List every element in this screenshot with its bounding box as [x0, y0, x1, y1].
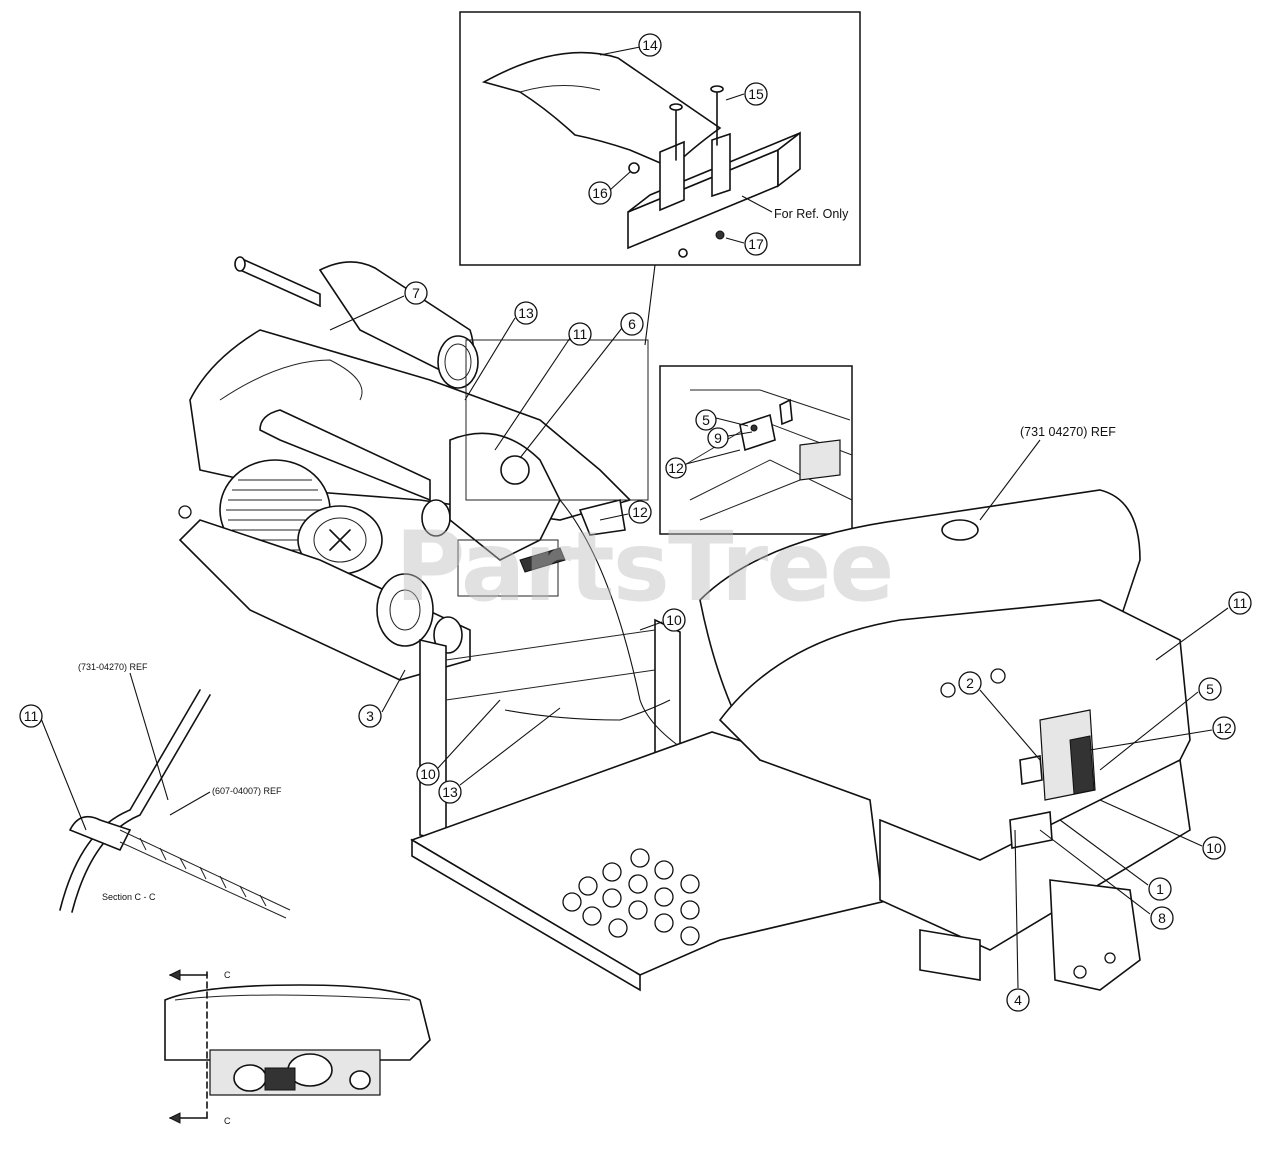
callout-10-lower-label: 10: [420, 766, 436, 782]
callout-10-engine-label: 10: [666, 612, 682, 628]
callout-8-label: 8: [1158, 910, 1166, 926]
callout-10-lower[interactable]: [416, 762, 440, 786]
footrest-plate: [410, 731, 901, 992]
callout-13-top[interactable]: [514, 301, 538, 325]
callout-16[interactable]: [588, 181, 612, 205]
engine-assembly: [178, 256, 1121, 841]
callout-11-section-label: 11: [24, 708, 39, 724]
callout-3[interactable]: [358, 704, 382, 728]
callout-11-dash[interactable]: [1228, 591, 1252, 615]
callout-3-label: 3: [366, 708, 374, 724]
callout-15[interactable]: [744, 82, 768, 106]
callout-14-label: 14: [642, 37, 658, 53]
inset-bracket-detail: 14 15 16 17 For Ref. Only: [459, 11, 861, 266]
callout-4-label: 4: [1014, 992, 1022, 1008]
ref-607-label: (607-04007) REF: [212, 786, 282, 796]
callout-5-dash[interactable]: [1198, 677, 1222, 701]
callout-4[interactable]: [1006, 988, 1030, 1012]
section-view-thumbnail: C C: [164, 969, 431, 1126]
callout-12-inset[interactable]: [665, 457, 687, 479]
callout-2[interactable]: [958, 671, 982, 695]
callout-17-label: 17: [748, 236, 764, 252]
section-mark-bottom: C: [224, 1116, 231, 1126]
callout-1-label: 1: [1156, 881, 1164, 897]
callout-14[interactable]: [638, 33, 662, 57]
ref-731-side-label: (731-04270) REF: [78, 662, 148, 672]
callout-2-label: 2: [966, 675, 974, 691]
callout-10-dash-label: 10: [1206, 840, 1222, 856]
engine-callouts: 7 13 11 6 12 10 3 10 13: [329, 281, 686, 804]
callout-7-label: 7: [412, 285, 420, 301]
dash-callouts: (731 04270) REF 11 2 5 12 10 1 8 4: [958, 425, 1252, 1012]
watermark-text: PartsTree: [395, 511, 892, 623]
section-c-c-detail: 11 (731-04270) REF (607-04007) REF Secti…: [19, 662, 291, 919]
inset-cable-bracket: 5 9 12: [659, 365, 853, 535]
section-mark-top: C: [224, 970, 231, 980]
for-ref-only-label: For Ref. Only: [774, 207, 849, 221]
callout-12-engine-label: 12: [632, 504, 648, 520]
callout-6-label: 6: [628, 316, 636, 332]
callout-12-dash[interactable]: [1212, 716, 1236, 740]
callout-10-engine[interactable]: [662, 608, 686, 632]
callout-1[interactable]: [1148, 877, 1172, 901]
callout-6[interactable]: [620, 312, 644, 336]
callout-17[interactable]: [744, 232, 768, 256]
callout-10-dash[interactable]: [1202, 836, 1226, 860]
callout-12-engine[interactable]: [628, 500, 652, 524]
callout-8[interactable]: [1150, 906, 1174, 930]
callout-16-label: 16: [592, 185, 608, 201]
callout-5-dash-label: 5: [1206, 681, 1214, 697]
callout-11-top-label: 11: [573, 326, 588, 342]
callout-7[interactable]: [404, 281, 428, 305]
dash-console: [699, 489, 1191, 991]
callout-11-dash-label: 11: [1233, 595, 1248, 611]
callout-11-section[interactable]: [19, 704, 43, 728]
ref-731-04270-label: (731 04270) REF: [1020, 425, 1116, 439]
callout-9-label: 9: [714, 430, 722, 446]
callout-15-label: 15: [748, 86, 764, 102]
section-label: Section C - C: [102, 892, 156, 902]
callout-13-lower-label: 13: [442, 784, 458, 800]
callout-5-inset[interactable]: [695, 409, 717, 431]
callout-5-inset-label: 5: [702, 412, 710, 428]
callout-12-dash-label: 12: [1216, 720, 1232, 736]
callout-13-lower[interactable]: [438, 780, 462, 804]
callout-11-top[interactable]: [568, 322, 592, 346]
callout-13-top-label: 13: [518, 305, 534, 321]
callout-12-inset-label: 12: [668, 460, 684, 476]
callout-9[interactable]: [707, 427, 729, 449]
